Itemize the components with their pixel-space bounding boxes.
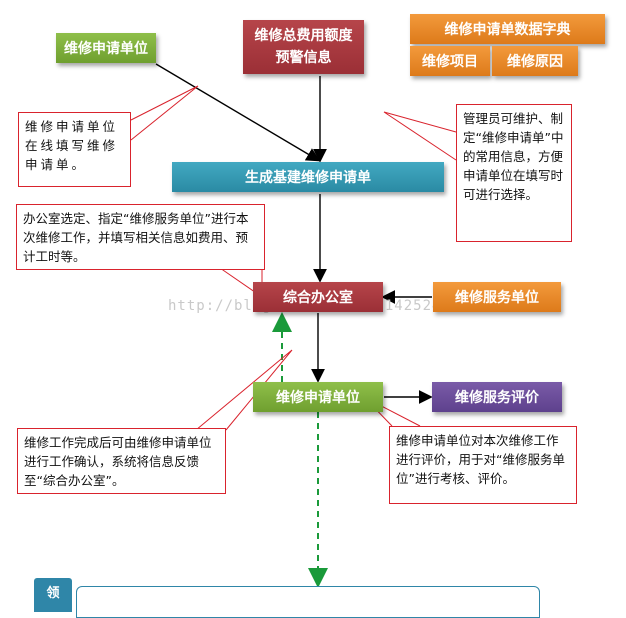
node-generate-request[interactable]: 生成基建维修申请单 (172, 162, 444, 192)
bottom-panel (76, 586, 540, 618)
arrow-apply-to-generate (155, 63, 321, 162)
node-dict-item[interactable]: 维修项目 (410, 46, 490, 76)
note-admin-maintain: 管理员可维护、制定“维修申请单”中的常用信息，方便申请单位在填写时可进行选择。 (456, 104, 572, 242)
connector-layer (130, 63, 457, 588)
callout-pointer-admin (383, 111, 457, 161)
note-confirm: 维修工作完成后可由维修申请单位进行工作确认，系统将信息反馈至“综合办公室”。 (17, 428, 226, 494)
note-office-select: 办公室选定、指定“维修服务单位”进行本次维修工作，并填写相关信息如费用、预计工时… (16, 204, 265, 270)
node-service-evaluation[interactable]: 维修服务评价 (432, 382, 562, 412)
node-apply-unit-mid[interactable]: 维修申请单位 (253, 382, 383, 412)
bottom-tab: 领 (34, 578, 72, 612)
node-budget-warning[interactable]: 维修总费用额度预警信息 (243, 20, 364, 74)
callout-pointer-confirm (195, 349, 293, 431)
node-office[interactable]: 综合办公室 (253, 282, 383, 312)
note-fill-online: 维修申请单位在线填写维修申请单。 (18, 112, 131, 187)
node-dictionary[interactable]: 维修申请单数据字典 (410, 14, 605, 44)
node-service-unit[interactable]: 维修服务单位 (433, 282, 561, 312)
callout-pointer-fill-online (130, 85, 199, 141)
note-evaluate: 维修申请单位对本次维修工作进行评价，用于对“维修服务单位”进行考核、评价。 (389, 426, 577, 504)
node-apply-unit-top[interactable]: 维修申请单位 (56, 33, 156, 63)
node-dict-reason[interactable]: 维修原因 (492, 46, 578, 76)
